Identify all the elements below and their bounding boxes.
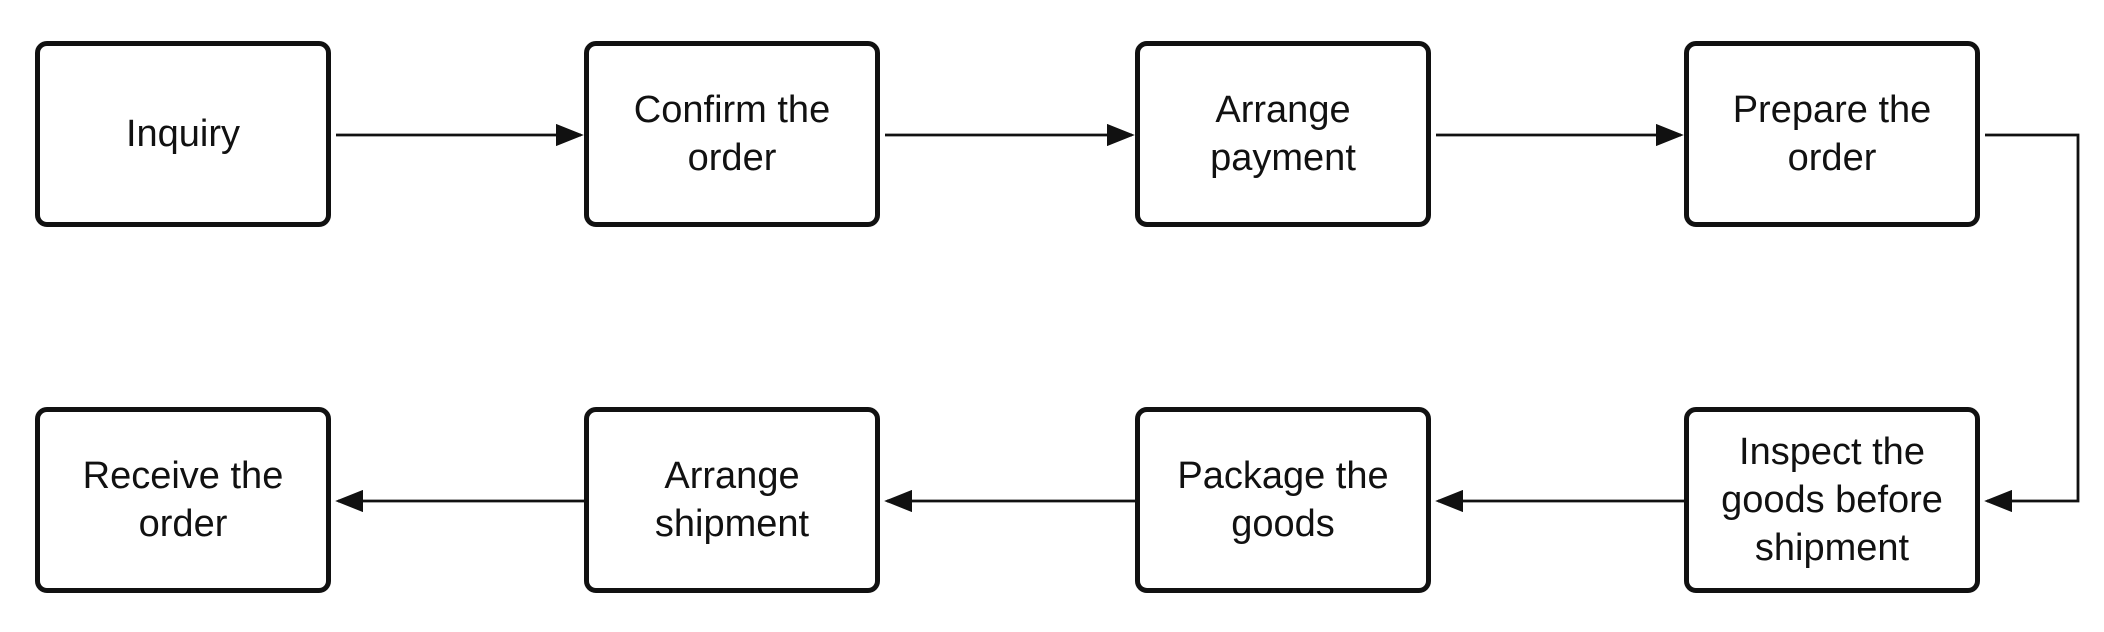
step-confirm-order-label: Confirm the order <box>633 89 831 179</box>
step-arrange-shipment[interactable]: Arrange shipment <box>584 407 880 593</box>
step-inquiry-label: Inquiry <box>125 113 241 155</box>
step-arrange-shipment-label: Arrange shipment <box>654 455 810 545</box>
step-receive-order-label: Receive the order <box>82 455 284 545</box>
step-prepare-order[interactable]: Prepare the order <box>1684 41 1980 227</box>
step-arrange-payment-label: Arrange payment <box>1210 89 1356 179</box>
step-confirm-order[interactable]: Confirm the order <box>584 41 880 227</box>
step-arrange-payment[interactable]: Arrange payment <box>1135 41 1431 227</box>
step-package-goods-label: Package the goods <box>1177 455 1389 545</box>
step-prepare-order-label: Prepare the order <box>1732 89 1932 179</box>
step-package-goods[interactable]: Package the goods <box>1135 407 1431 593</box>
step-inspect-goods-label: Inspect the goods before shipment <box>1721 431 1943 569</box>
step-receive-order[interactable]: Receive the order <box>35 407 331 593</box>
step-inspect-goods[interactable]: Inspect the goods before shipment <box>1684 407 1980 593</box>
step-inquiry[interactable]: Inquiry <box>35 41 331 227</box>
connector-prepare-to-inspect <box>1984 133 2080 513</box>
